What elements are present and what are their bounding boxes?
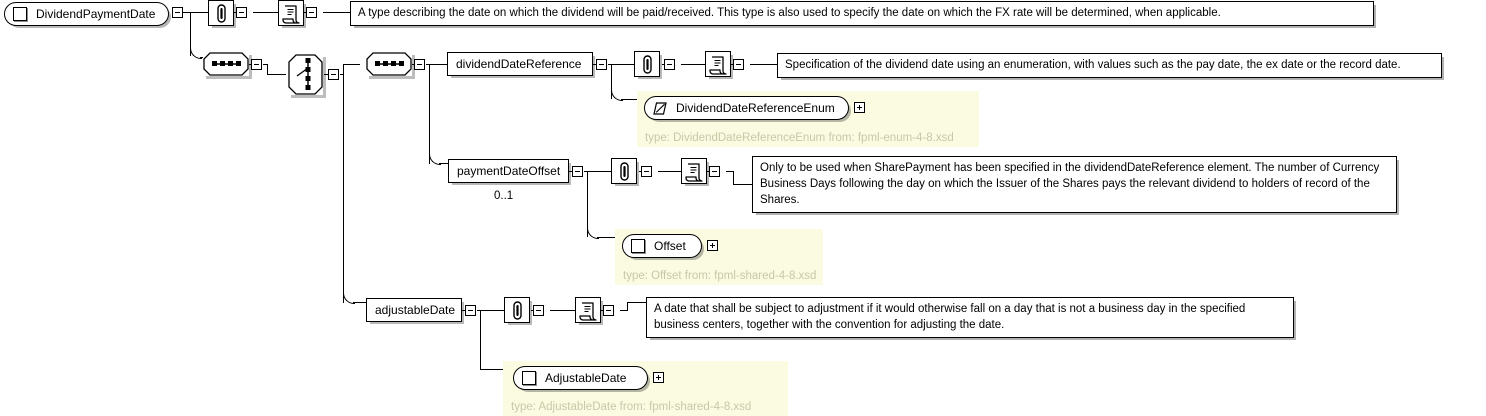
adj-doc-toggle[interactable]	[603, 305, 614, 316]
connector-ddr-trunk-down	[611, 64, 612, 99]
connector-toggle-to-doc-1	[253, 12, 278, 13]
connector-elbow-to-enum	[621, 99, 643, 100]
type-node-toggle-offset[interactable]	[707, 240, 718, 251]
element-label-dividend-date-reference: dividendDateReference	[456, 57, 582, 71]
type-node-label-dividend-date-reference-enum: DividendDateReferenceEnum	[676, 101, 835, 115]
connector-adj-trunk-down	[480, 310, 481, 370]
documentation-scroll-icon-adjustable-date[interactable]	[575, 297, 601, 323]
connector-seqinner-trunk	[429, 64, 430, 164]
type-node-toggle-adjustable-date[interactable]	[653, 372, 664, 383]
connector-root-trunk	[190, 13, 191, 56]
connector-toggle-to-choice-c	[267, 74, 286, 75]
type-panel-adjustable-date: AdjustableDate type: AdjustableDate from…	[503, 361, 788, 416]
type-node-label-offset: Offset	[654, 239, 686, 253]
sequence-inner-toggle[interactable]	[414, 59, 425, 70]
dividend-date-reference-toggle[interactable]	[596, 59, 607, 70]
connector-ddrtoggle-to-attr	[608, 64, 634, 65]
connector-toggle-pdobox-c	[733, 184, 752, 185]
sequence-outer-toggle[interactable]	[251, 59, 262, 70]
root-toggle[interactable]	[172, 7, 183, 18]
connector-adj-to-toggle	[461, 310, 466, 311]
type-panel-dividend-date-reference-enum: DividendDateReferenceEnum type: Dividend…	[637, 91, 979, 147]
choice-toggle[interactable]	[328, 69, 339, 80]
connector-toggle-adjbox-c	[627, 302, 646, 303]
sequence-icon-inner[interactable]	[366, 52, 412, 76]
connector-adjtoggle-to-attr	[477, 310, 504, 311]
complex-type-square-icon	[13, 7, 27, 21]
connector-toggle-to-ddrdoc	[681, 64, 705, 65]
connector-trunk-to-seq-inner	[343, 64, 360, 65]
type-node-adjustable-date[interactable]: AdjustableDate	[513, 366, 648, 390]
element-label-adjustable-date: adjustableDate	[375, 303, 456, 317]
type-label-offset: type: Offset from: fpml-shared-4-8.xsd	[623, 270, 817, 282]
complex-type-square-icon-adjustable-date	[522, 371, 536, 385]
adj-attr-toggle[interactable]	[533, 305, 544, 316]
sequence-icon-outer[interactable]	[203, 52, 249, 76]
simple-type-enum-icon	[653, 101, 667, 115]
connector-ddr-to-toggle	[592, 64, 597, 65]
connector-toggle-to-ddrdocbox	[750, 64, 777, 65]
connector-pdotoggle-to-attr	[584, 171, 611, 172]
connector-elbow-to-pdo	[439, 163, 448, 164]
choice-icon[interactable]	[288, 54, 323, 95]
documentation-scroll-icon-root[interactable]	[278, 0, 304, 26]
paperclip-icon-adjustable-date[interactable]	[504, 297, 530, 323]
connector-choice-trunk	[343, 64, 344, 303]
documentation-scroll-icon-dividend-date-reference[interactable]	[705, 51, 731, 77]
connector-elbow-to-seq-outer	[200, 57, 205, 58]
element-adjustable-date[interactable]: adjustableDate	[366, 298, 462, 322]
connector-seqinner-to-toggle	[410, 64, 415, 65]
connector-toggle-to-adjdoc	[550, 310, 575, 311]
connector-seqinner-toggle-out	[426, 64, 430, 65]
connector-toggle-adjbox-a	[620, 310, 628, 311]
element-payment-date-offset[interactable]: paymentDateOffset	[448, 159, 569, 183]
ddr-attr-toggle[interactable]	[664, 59, 675, 70]
connector-choicetoggle-out	[340, 74, 344, 75]
type-node-offset[interactable]: Offset	[622, 234, 702, 258]
documentation-box-root: A type describing the date on which the …	[350, 1, 1374, 26]
element-dividend-date-reference[interactable]: dividendDateReference	[447, 52, 593, 76]
cardinality-payment-date-offset: 0..1	[494, 190, 514, 202]
connector-toggle-to-docbox-1	[323, 12, 350, 13]
connector-trunk-to-ddr	[429, 64, 448, 65]
connector-toggle-to-pdodoc	[658, 171, 681, 172]
connector-toggle-pdobox-b	[733, 171, 734, 185]
complex-type-square-icon-offset	[631, 239, 645, 253]
root-doc-toggle[interactable]	[306, 7, 317, 18]
paperclip-icon-dividend-date-reference[interactable]	[634, 51, 660, 77]
adjustable-date-toggle[interactable]	[465, 305, 476, 316]
root-node-label: DividendPaymentDate	[36, 7, 156, 21]
connector-toggle-to-choice-a	[263, 64, 268, 65]
connector-root-to-attr	[181, 12, 208, 13]
root-attr-toggle[interactable]	[236, 7, 247, 18]
connector-pdo-to-toggle	[568, 171, 573, 172]
type-node-dividend-date-reference-enum[interactable]: DividendDateReferenceEnum	[644, 96, 849, 120]
connector-seqouter-to-toggle	[247, 64, 252, 65]
payment-date-offset-toggle[interactable]	[572, 166, 583, 177]
paperclip-icon-root[interactable]	[208, 0, 234, 26]
type-label-adjustable-date: type: AdjustableDate from: fpml-shared-4…	[511, 401, 752, 413]
ddr-doc-toggle[interactable]	[733, 59, 744, 70]
type-node-label-adjustable-date: AdjustableDate	[545, 371, 627, 385]
root-node-dividend-payment-date[interactable]: DividendPaymentDate	[4, 2, 169, 26]
connector-elbow-to-adjustable	[353, 302, 366, 303]
pdo-doc-toggle[interactable]	[709, 166, 720, 177]
documentation-scroll-icon-payment-date-offset[interactable]	[681, 158, 707, 184]
connector-toggle-pdobox-a	[726, 171, 734, 172]
connector-choice-to-toggle	[324, 74, 329, 75]
type-panel-offset: Offset type: Offset from: fpml-shared-4-…	[615, 229, 823, 285]
connector-toggle-to-choice-b	[267, 64, 268, 74]
documentation-box-adjustable-date: A date that shall be subject to adjustme…	[646, 297, 1294, 338]
connector-elbow-to-offset	[597, 237, 621, 238]
connector-toggle-adjbox-b	[627, 302, 628, 311]
type-label-dividend-date-reference-enum: type: DividendDateReferenceEnum from: fp…	[645, 132, 954, 144]
element-label-payment-date-offset: paymentDateOffset	[457, 164, 561, 178]
connector-pdo-trunk-down	[587, 171, 588, 237]
type-node-toggle-dividend-date-reference-enum[interactable]	[854, 102, 865, 113]
pdo-attr-toggle[interactable]	[641, 166, 652, 177]
paperclip-icon-payment-date-offset[interactable]	[611, 158, 637, 184]
connector-trunk-to-adjustabledate	[480, 369, 504, 370]
documentation-box-dividend-date-reference: Specification of the dividend date using…	[777, 53, 1442, 78]
documentation-box-payment-date-offset: Only to be used when SharePayment has be…	[752, 156, 1397, 213]
